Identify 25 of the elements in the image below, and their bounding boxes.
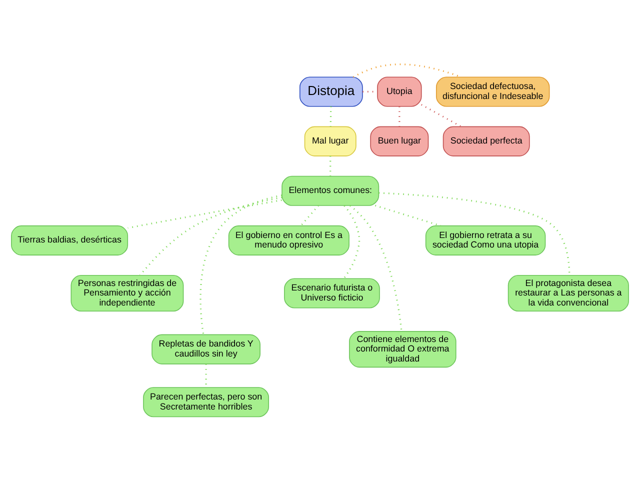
node-box: Parecen perfectas, pero son Secretamente horribles: [143, 386, 270, 417]
connector: [343, 204, 360, 278]
connector: [200, 194, 282, 334]
node-box: Tierras baldias, desérticas: [11, 224, 128, 255]
connector: [350, 204, 402, 331]
node-box: Buen lugar: [370, 126, 429, 156]
node-box: El protagonista desea restaurar a Las personas a la vida convencional: [508, 274, 629, 312]
node-box: Repletas de bandidos Y caudillos sin ley: [152, 334, 260, 364]
node-box: Personas restringidas de Pensamiento y acción independiente: [70, 274, 184, 312]
connector: [128, 198, 282, 228]
connector: [420, 103, 462, 127]
connector: [139, 196, 282, 276]
node-box: Elementos comunes:: [282, 175, 380, 206]
node-box: Escenario futurista o Universo ficticio: [284, 278, 380, 308]
node-box: Sociedad defectuosa, disfuncional e Indeseable: [436, 76, 550, 106]
node-box: El gobierno en control Es a menudo opresivo: [228, 224, 350, 255]
node-box: Utopia: [377, 76, 422, 106]
connector: [378, 192, 570, 275]
node-box: Distopia: [299, 76, 363, 106]
node-box: Mal lugar: [304, 126, 356, 156]
node-box: Contiene elementos de conformidad O extrema igualdad: [349, 330, 456, 368]
connector: [300, 204, 319, 226]
node-box: El gobierno retrata a su sociedad Como una utopia: [425, 224, 546, 255]
connector: [375, 204, 441, 226]
node-box: Sociedad perfecta: [442, 126, 530, 156]
